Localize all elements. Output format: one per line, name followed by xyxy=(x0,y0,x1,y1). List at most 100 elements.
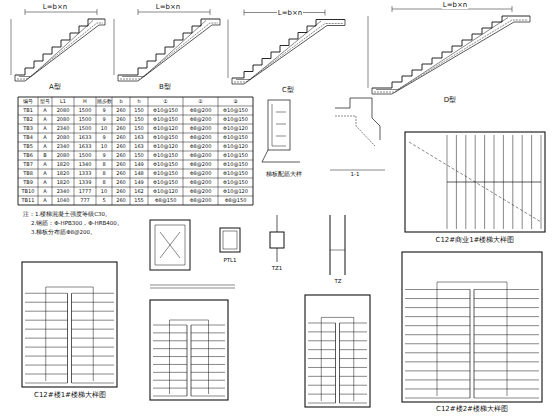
table-cell: 10 xyxy=(101,126,107,131)
table-cell: Φ10@120 xyxy=(223,144,248,149)
line-work xyxy=(456,135,457,229)
line-work xyxy=(153,332,187,333)
line-work xyxy=(25,347,68,348)
drawing-note: 注：1.楼梯混凝土强度等级C30。 xyxy=(22,212,112,218)
outline xyxy=(223,231,237,249)
table-cell: Φ10@120 xyxy=(223,126,248,131)
line-work xyxy=(46,287,94,381)
table-cell: A xyxy=(43,108,46,113)
line-work xyxy=(191,396,225,397)
table-cell: 编号 xyxy=(23,99,33,104)
table-cell: ③ xyxy=(233,99,237,104)
line-work xyxy=(191,356,225,357)
profile-label: D型 xyxy=(443,97,457,104)
line-work xyxy=(244,10,245,16)
table-cell: 260 xyxy=(116,198,126,203)
table-cell: A xyxy=(43,180,46,185)
line-work xyxy=(465,135,466,229)
profile-label: L=b×n xyxy=(42,4,69,11)
table-cell: 1040 xyxy=(57,198,70,203)
line-work xyxy=(25,374,68,375)
line-work xyxy=(25,311,68,312)
line-work xyxy=(191,372,225,373)
table-cell: Φ10@150 xyxy=(223,135,248,140)
table-cell: 1820 xyxy=(57,171,70,176)
line-work xyxy=(11,19,12,75)
line-work xyxy=(232,78,233,84)
drawing-note: PTL1 xyxy=(222,258,237,264)
drawing-note: TZ1 xyxy=(271,266,284,272)
table-cell: 260 xyxy=(116,153,126,158)
table-cell: 9 xyxy=(102,117,105,122)
outline xyxy=(22,262,117,387)
line-work xyxy=(160,232,180,258)
table-cell: L1 xyxy=(60,99,66,104)
table-cell: Φ10@120 xyxy=(153,189,178,194)
line-work xyxy=(340,376,368,377)
drawing-note: 3.梯板分布筋Φ8@200。 xyxy=(30,230,97,236)
line-work xyxy=(405,334,470,335)
line-work xyxy=(183,97,184,205)
line-work xyxy=(276,136,286,137)
line-work xyxy=(150,288,235,289)
line-work xyxy=(153,364,187,365)
table-cell: 1633 xyxy=(79,144,92,149)
table-cell: 150 xyxy=(134,126,144,131)
line-work xyxy=(52,97,53,205)
line-work xyxy=(522,135,523,229)
line-work xyxy=(191,340,225,341)
line-work xyxy=(150,285,235,286)
line-work xyxy=(122,21,206,77)
line-work xyxy=(191,348,225,349)
table-cell: Φ8@200 xyxy=(190,144,212,149)
line-work xyxy=(72,374,115,375)
line-work xyxy=(153,340,187,341)
line-work xyxy=(277,215,278,232)
table-cell: TB3 xyxy=(23,126,33,131)
line-work xyxy=(18,97,19,205)
profile-label: L=b×n xyxy=(442,2,469,9)
table-cell: 260 xyxy=(116,144,126,149)
line-work xyxy=(72,311,115,312)
table-cell: 260 xyxy=(116,117,126,122)
line-work xyxy=(218,97,219,205)
line-work xyxy=(38,97,39,205)
table-cell: h xyxy=(137,99,140,104)
drawing-note: C12#楼1#楼梯大样图 xyxy=(33,392,107,399)
table-cell: ① xyxy=(163,99,167,104)
line-work xyxy=(372,88,373,94)
table-cell: Φ10@150 xyxy=(153,171,178,176)
drawing-note: C12#楼2#楼梯大样图 xyxy=(435,406,509,413)
table-cell: A xyxy=(43,117,46,122)
outline xyxy=(268,100,290,150)
line-work xyxy=(474,361,539,362)
table-cell: 1820 xyxy=(57,180,70,185)
line-work xyxy=(405,316,470,317)
line-work xyxy=(153,325,187,326)
line-work xyxy=(330,170,385,171)
table-cell: 1500 xyxy=(79,153,92,158)
line-work xyxy=(405,289,470,290)
line-work xyxy=(474,316,539,317)
table-cell: H xyxy=(83,99,87,104)
line-work xyxy=(308,331,336,332)
line-work xyxy=(474,370,539,371)
line-work xyxy=(340,340,368,341)
table-cell: Φ10@120 xyxy=(153,144,178,149)
profile-label: L=b×n xyxy=(155,4,182,11)
table-cell: 148 xyxy=(134,171,144,176)
outline xyxy=(150,300,228,400)
table-cell: 1500 xyxy=(79,126,92,131)
line-work xyxy=(17,23,103,79)
line-work xyxy=(25,302,68,303)
line-work xyxy=(153,380,187,381)
line-work xyxy=(405,298,470,299)
table-cell: TB1 xyxy=(23,108,33,113)
line-work xyxy=(97,9,98,15)
line-work xyxy=(118,19,220,81)
table-cell: Φ8@200 xyxy=(190,108,212,113)
table-cell: 9 xyxy=(102,108,105,113)
line-work xyxy=(74,97,75,205)
line-work xyxy=(474,334,539,335)
